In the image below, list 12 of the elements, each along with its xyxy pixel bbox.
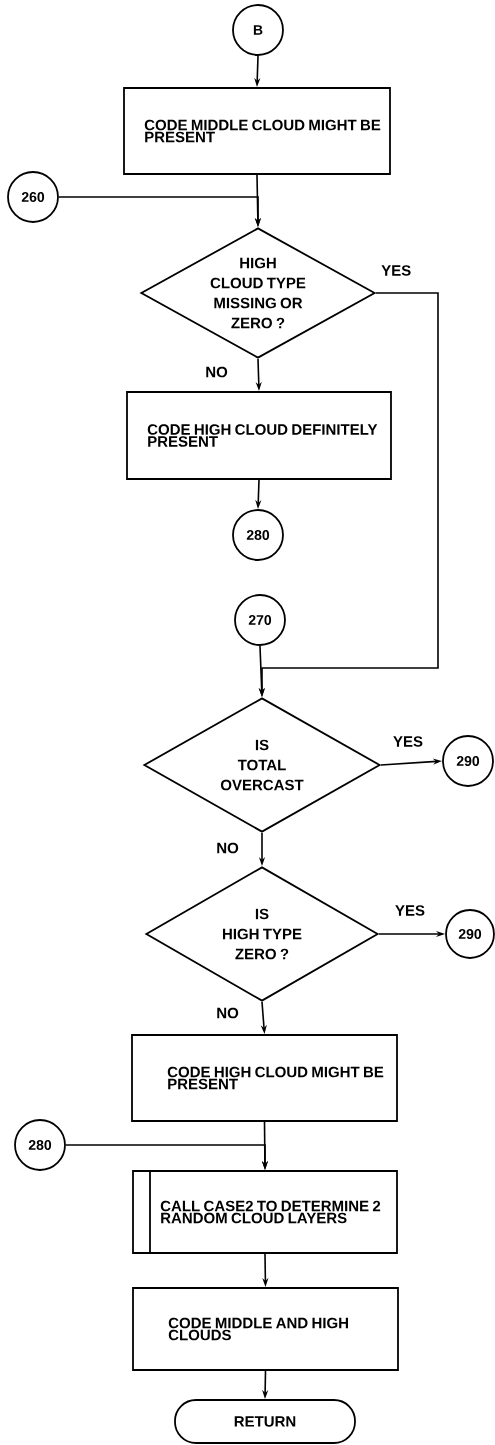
edge-label: NO — [215, 1006, 240, 1020]
edge-label: NO — [204, 365, 229, 379]
terminal-box: RETURN — [174, 1399, 356, 1444]
edge-label: YES — [394, 904, 426, 917]
process-box: CODE HIGH CLOUD MIGHT BE PRESENT — [131, 1034, 398, 1122]
edge-label: YES — [380, 264, 413, 277]
process-box: CODE MIDDLE CLOUD MIGHT BE PRESENT — [123, 87, 391, 175]
edge-label: NO — [215, 841, 240, 855]
process-box: CODE MIDDLE AND HIGH CLOUDS — [132, 1287, 399, 1371]
subroutine-box: CALL CASE2 TO DETERMINE 2 RANDOM CLOUD LAYERS — [132, 1170, 398, 1254]
edge-label: YES — [392, 735, 424, 748]
process-box: CODE HIGH CLOUD DEFINITELY PRESENT — [126, 391, 392, 480]
